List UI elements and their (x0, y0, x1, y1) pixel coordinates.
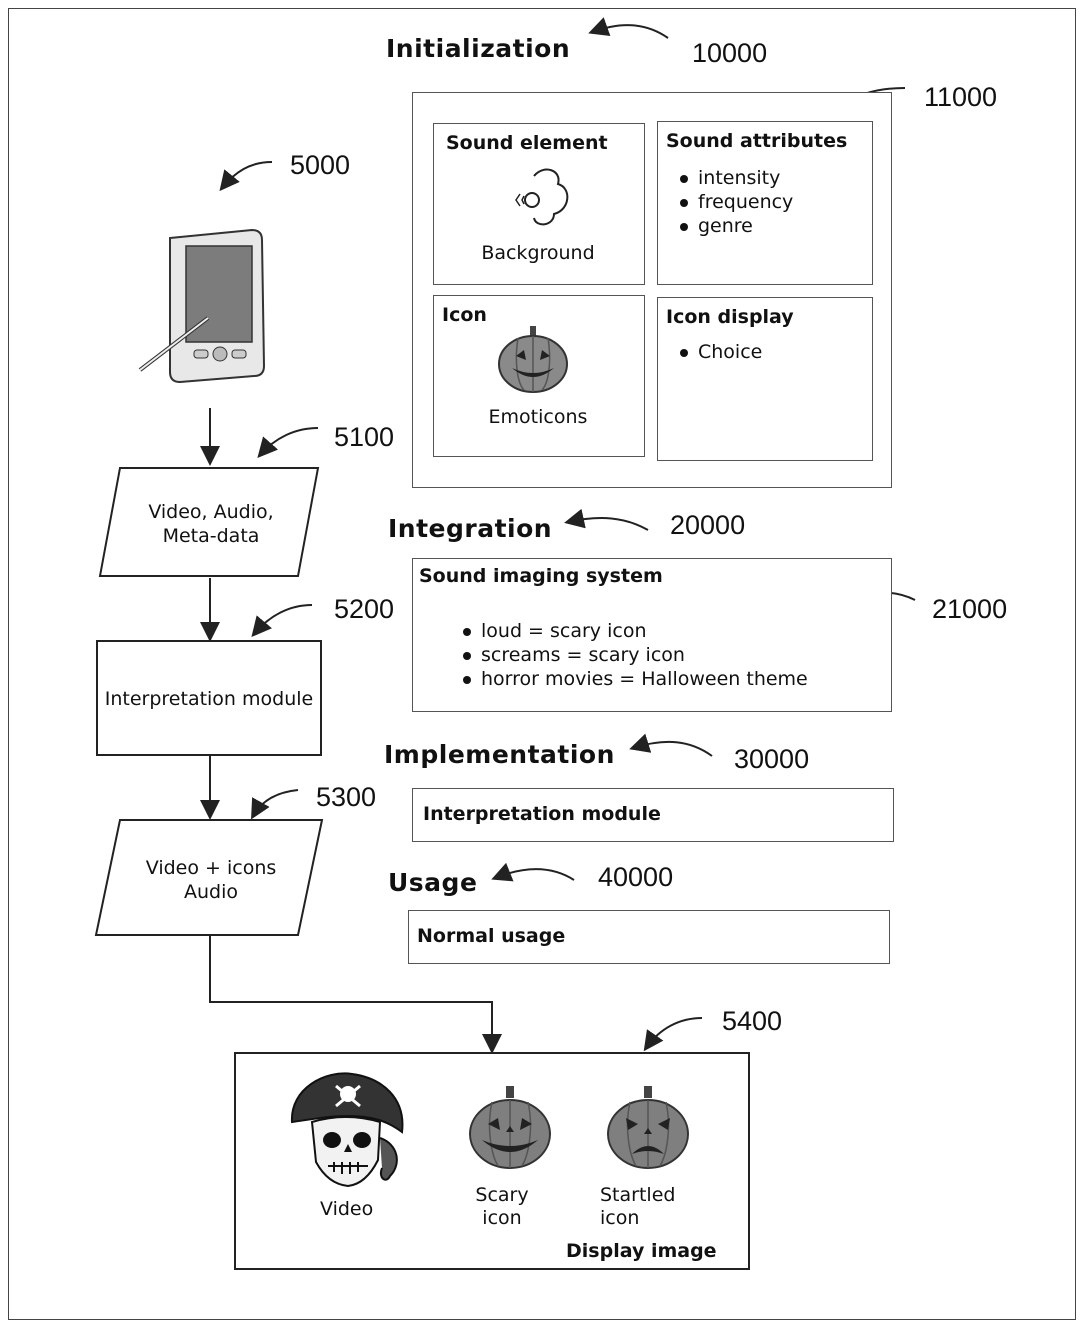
sound-element-cell: Sound element Background (433, 123, 645, 285)
ref-arrow-30000 (629, 733, 713, 757)
ref-arrow-10000 (588, 17, 669, 39)
initialization-title: Initialization (386, 34, 571, 63)
sound-attribute-item: intensity (678, 166, 793, 190)
output-label-line2: Audio (183, 881, 238, 903)
icon-caption: Emoticons (488, 406, 588, 428)
icon-display-list: Choice (678, 340, 762, 364)
flow-arrow-output-to-display (209, 936, 502, 1054)
input-parallelogram (98, 467, 320, 577)
usage-box: Normal usage (408, 910, 890, 964)
input-ref: 5100 (334, 422, 395, 452)
ref-arrow-5100 (257, 427, 319, 458)
scary-label-line2: icon (482, 1207, 522, 1229)
implementation-box: Interpretation module (412, 788, 894, 842)
ref-arrow-5400 (643, 1017, 703, 1052)
integration-ref: 20000 (670, 510, 746, 540)
sound-attributes-list: intensity frequency genre (678, 166, 793, 238)
interpretation-module-box: Interpretation module (96, 640, 322, 756)
display-ref: 5400 (722, 1006, 783, 1036)
sound-attribute-item: frequency (678, 190, 793, 214)
icon-display-title: Icon display (666, 306, 794, 328)
display-video-label: Video (320, 1198, 374, 1220)
icon-title: Icon (442, 304, 487, 326)
display-image-title: Display image (566, 1240, 717, 1262)
initialization-ref: 10000 (692, 38, 768, 68)
scary-pumpkin-icon (469, 1086, 551, 1169)
module-ref: 5200 (334, 594, 395, 624)
integration-panel-ref: 21000 (932, 594, 1008, 624)
device-ref: 5000 (290, 150, 351, 180)
output-parallelogram (94, 819, 324, 936)
pumpkin-icon (498, 326, 568, 393)
interpretation-module-label: Interpretation module (104, 688, 314, 710)
icon-cell: Icon Emoticons (433, 295, 645, 457)
ref-arrow-20000 (564, 508, 649, 531)
initialization-panel: Sound element Background Sound attribute… (412, 92, 892, 488)
pda-device-icon (138, 228, 266, 384)
figure-frame (8, 8, 1076, 1320)
implementation-title: Implementation (384, 740, 615, 769)
sound-attributes-title: Sound attributes (666, 130, 848, 152)
scary-label-line1: Scary (475, 1184, 529, 1206)
output-label-line1: Video + icons (145, 857, 277, 879)
startled-label-line2: icon (600, 1207, 640, 1229)
input-data-label: Video, Audio, Meta-data (118, 500, 304, 548)
implementation-box-title: Interpretation module (423, 803, 661, 825)
speaker-sound-icon (515, 168, 569, 226)
ref-arrow-5200 (251, 604, 313, 638)
startled-icon-label: Startled icon (600, 1184, 675, 1230)
output-ref: 5300 (316, 782, 377, 812)
ref-arrow-40000 (491, 862, 575, 882)
pirate-skull-icon (290, 1072, 404, 1188)
sound-imaging-system-title: Sound imaging system (419, 565, 663, 587)
integration-title: Integration (388, 514, 553, 543)
sound-imaging-rule: horror movies = Halloween theme (461, 667, 808, 691)
sound-attribute-item: genre (678, 214, 793, 238)
usage-title: Usage (388, 868, 478, 897)
input-label-line1: Video, Audio, (148, 501, 274, 523)
sound-element-caption: Background (481, 242, 595, 264)
sound-element-title: Sound element (446, 132, 608, 154)
sound-imaging-system-box: Sound imaging system loud = scary icon s… (412, 558, 892, 712)
icon-display-item: Choice (678, 340, 762, 364)
ref-arrow-5300 (251, 789, 299, 820)
input-label-line2: Meta-data (162, 525, 260, 547)
startled-label-line1: Startled (600, 1184, 676, 1206)
output-data-label: Video + icons Audio (116, 856, 306, 904)
ref-arrow-5000 (219, 161, 273, 192)
sound-imaging-rule: screams = scary icon (461, 643, 808, 667)
display-image-box: Video Scary icon Startled icon Display i… (234, 1052, 750, 1270)
implementation-ref: 30000 (734, 744, 810, 774)
sound-imaging-rule: loud = scary icon (461, 619, 808, 643)
initialization-panel-ref: 11000 (924, 82, 998, 112)
sound-imaging-rules-list: loud = scary icon screams = scary icon h… (461, 619, 808, 691)
icon-display-cell: Icon display Choice (657, 297, 873, 461)
usage-box-title: Normal usage (417, 925, 566, 947)
startled-pumpkin-icon (607, 1086, 689, 1169)
scary-icon-label: Scary icon (462, 1184, 542, 1230)
sound-attributes-cell: Sound attributes intensity frequency gen… (657, 121, 873, 285)
usage-ref: 40000 (598, 862, 674, 892)
